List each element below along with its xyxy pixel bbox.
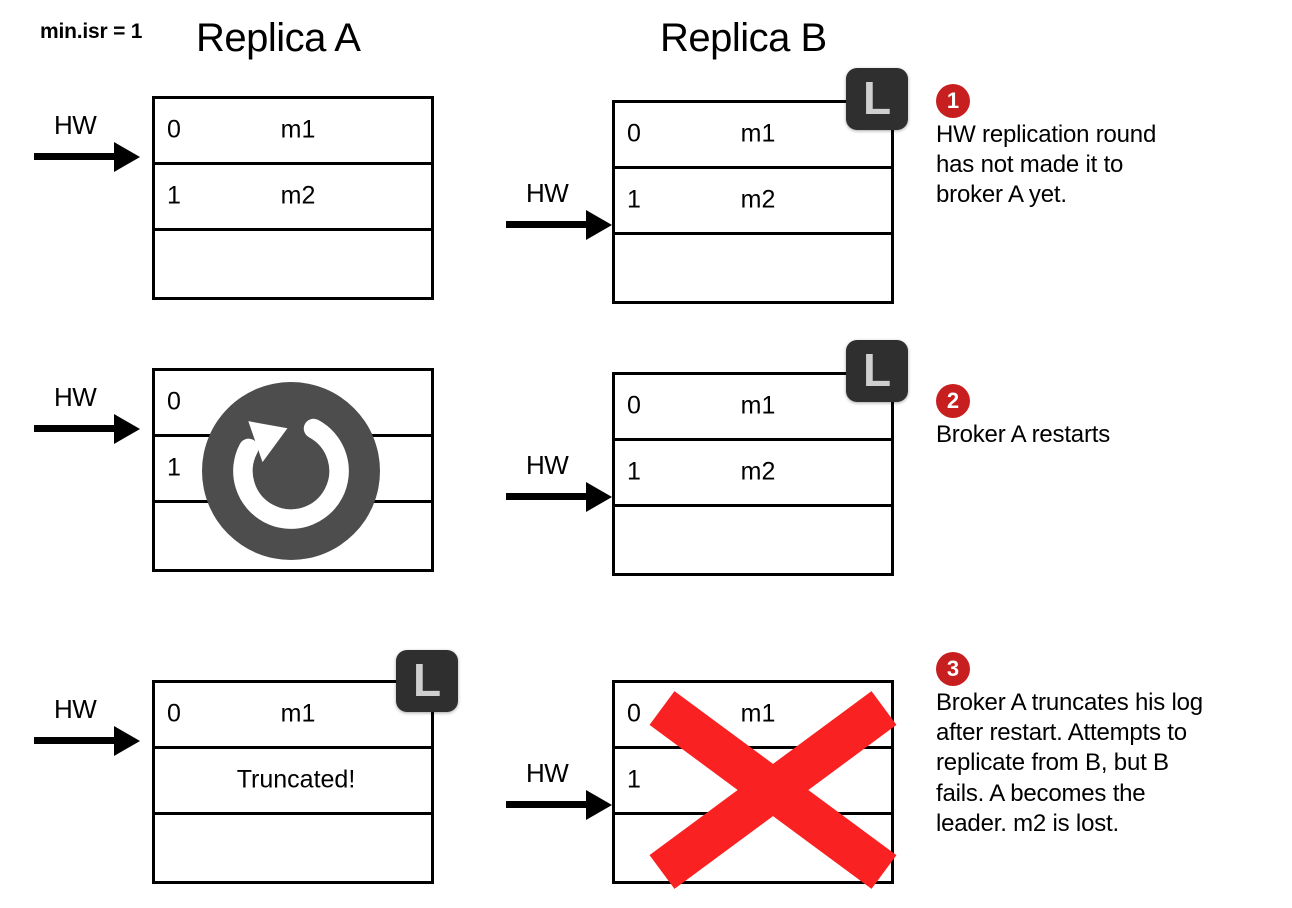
offset-cell: 1	[167, 181, 181, 210]
leader-badge-letter: L	[412, 654, 442, 706]
arrow-head	[114, 726, 140, 756]
log-row: 1 m2	[155, 165, 431, 231]
offset-cell: 0	[627, 119, 641, 148]
step-number-badge: 3	[936, 652, 970, 686]
log-step1-replica-a: 0 m1 1 m2	[152, 96, 434, 300]
hw-label: HW	[526, 758, 569, 788]
hw-label: HW	[526, 450, 569, 480]
log-row: 1 m2	[615, 441, 891, 507]
hw-arrow-step1-replica-a: HW	[28, 110, 146, 176]
hw-arrow-step3-replica-a: HW	[28, 694, 146, 760]
message-cell: m2	[740, 457, 776, 486]
leader-badge-icon-step2-replica-b: L	[846, 340, 908, 402]
offset-cell: 0	[167, 387, 181, 416]
log-row: 1 m2	[615, 169, 891, 235]
arrow-shaft	[506, 801, 592, 808]
hw-arrow-step2-replica-a: HW	[28, 382, 146, 448]
log-row: 0 m1	[155, 99, 431, 165]
offset-cell: 1	[627, 457, 641, 486]
message-cell: m1	[280, 699, 316, 728]
leader-badge-icon-step3-replica-a: L	[396, 650, 458, 712]
red-x-icon-svg	[649, 691, 897, 889]
min-isr-label: min.isr = 1	[40, 20, 143, 43]
hw-arrow-step3-replica-b: HW	[500, 758, 618, 824]
offset-cell: 0	[167, 699, 181, 728]
arrow-shaft	[34, 737, 120, 744]
message-cell: m1	[740, 699, 776, 728]
column-title-replica-b: Replica B	[660, 16, 827, 60]
arrow-head	[586, 482, 612, 512]
step-description: Broker A truncates his log after restart…	[936, 689, 1203, 837]
message-cell: m2	[280, 181, 316, 210]
leader-badge-letter: L	[862, 344, 892, 396]
red-x-icon-step3-replica-b	[638, 690, 908, 890]
offset-cell: 1	[167, 453, 181, 482]
arrow-shaft	[506, 493, 592, 500]
hw-label: HW	[54, 694, 97, 724]
restart-icon-svg	[202, 382, 380, 560]
step-number-badge: 1	[936, 84, 970, 118]
message-cell: m1	[740, 119, 776, 148]
arrow-head	[114, 142, 140, 172]
arrow-head	[114, 414, 140, 444]
log-step1-replica-b: 0 m1 1 m2	[612, 100, 894, 304]
message-cell: m1	[740, 391, 776, 420]
restart-icon-step2-replica-a	[202, 382, 380, 560]
offset-cell: 0	[627, 391, 641, 420]
hw-label: HW	[526, 178, 569, 208]
hw-arrow-step2-replica-b: HW	[500, 450, 618, 516]
log-row: 0 m1	[615, 103, 891, 169]
arrow-head	[586, 210, 612, 240]
annotation-step-2: 2 Broker A restarts	[936, 384, 1266, 450]
hw-arrow-step1-replica-b: HW	[500, 178, 618, 244]
offset-cell: 1	[627, 185, 641, 214]
offset-cell: 0	[167, 115, 181, 144]
message-cell: Truncated!	[236, 765, 356, 794]
offset-cell: 1	[627, 765, 641, 794]
hw-label: HW	[54, 382, 97, 412]
annotation-step-3: 3 Broker A truncates his log after resta…	[936, 652, 1266, 839]
arrow-shaft	[34, 425, 120, 432]
offset-cell: 0	[627, 699, 641, 728]
log-row	[155, 231, 431, 297]
log-step3-replica-a: 0 m1 Truncated!	[152, 680, 434, 884]
column-title-replica-a: Replica A	[196, 16, 361, 60]
log-row	[615, 235, 891, 301]
log-step2-replica-b: 0 m1 1 m2	[612, 372, 894, 576]
leader-badge-icon-step1-replica-b: L	[846, 68, 908, 130]
step-description: HW replication round has not made it to …	[936, 121, 1157, 209]
log-row	[155, 815, 431, 881]
log-row: Truncated!	[155, 749, 431, 815]
annotation-step-1: 1 HW replication round has not made it t…	[936, 84, 1266, 211]
arrow-head	[586, 790, 612, 820]
message-cell: m1	[280, 115, 316, 144]
log-row: 0 m1	[615, 375, 891, 441]
step-number-badge: 2	[936, 384, 970, 418]
log-row: 0 m1	[615, 683, 891, 749]
step-description: Broker A restarts	[936, 421, 1110, 448]
arrow-shaft	[506, 221, 592, 228]
log-row: 0 m1	[155, 683, 431, 749]
log-row	[615, 507, 891, 573]
leader-badge-letter: L	[862, 72, 892, 124]
message-cell: m2	[740, 185, 776, 214]
hw-label: HW	[54, 110, 97, 140]
arrow-shaft	[34, 153, 120, 160]
